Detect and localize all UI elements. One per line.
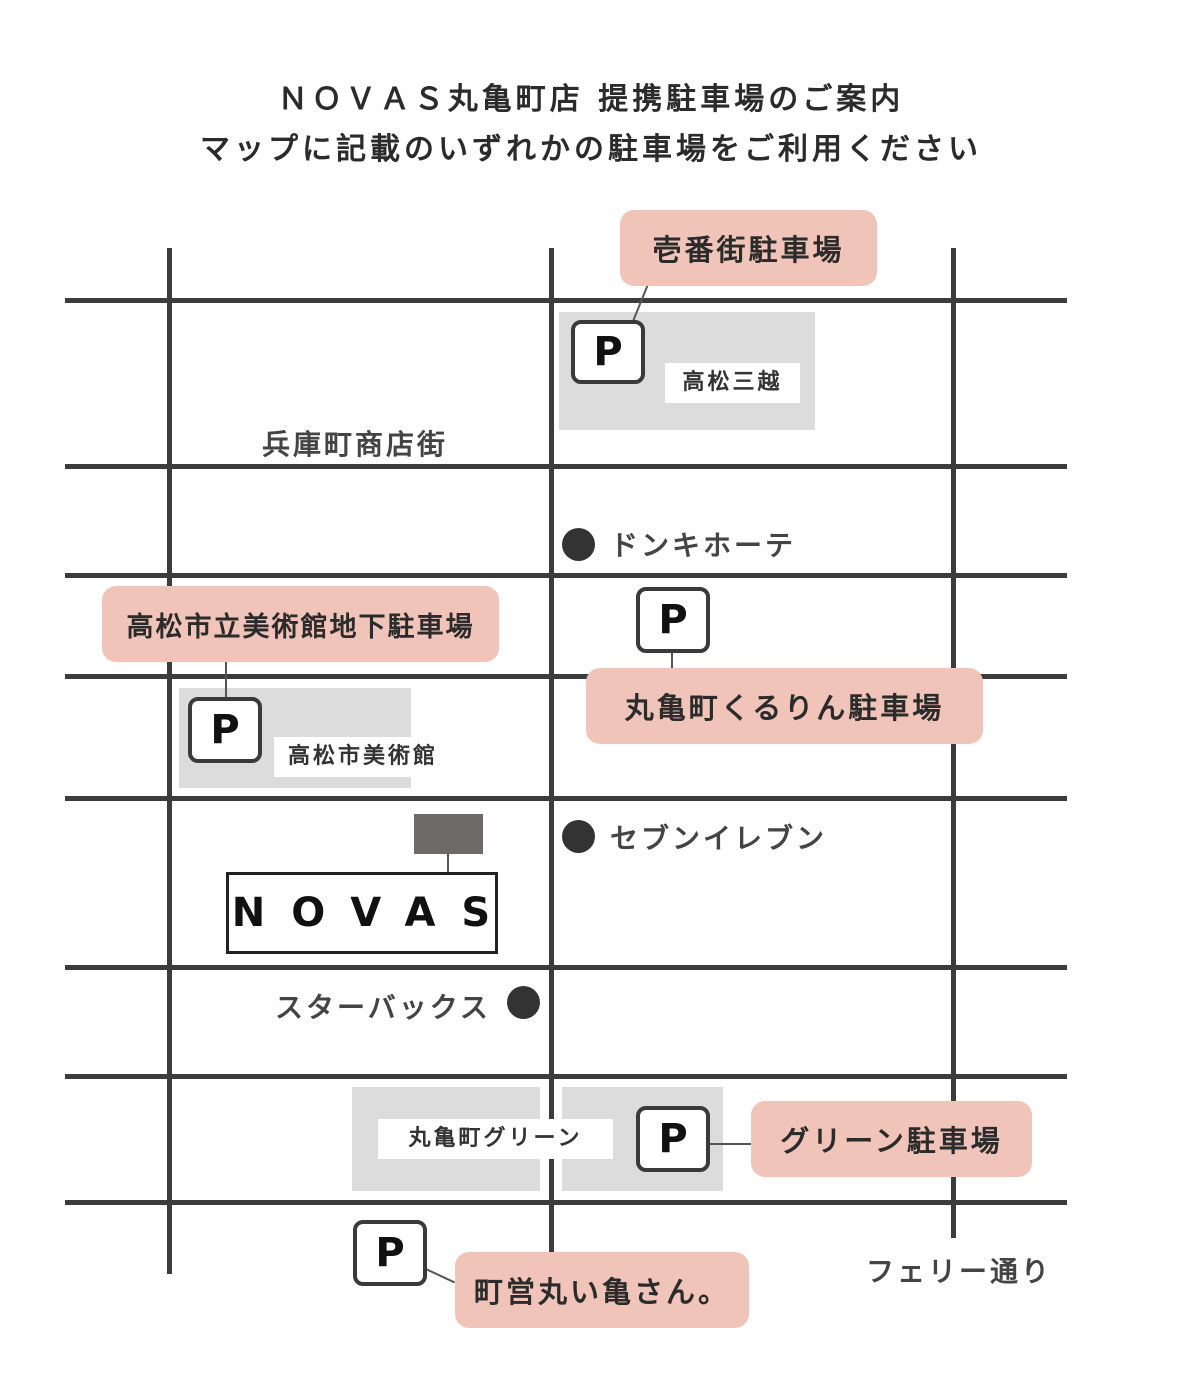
connector-line bbox=[447, 854, 449, 873]
page-title: ＮＯＶＡＳ丸亀町店 提携駐車場のご案内 bbox=[277, 82, 905, 117]
parking-icon: P bbox=[188, 697, 262, 763]
page-subtitle: マップに記載のいずれかの駐車場をご利用ください bbox=[200, 132, 982, 167]
starbucks-marker-icon bbox=[507, 986, 540, 1019]
street-label-ferry: フェリー通り bbox=[866, 1255, 1053, 1288]
novas-store: NOVAS bbox=[226, 872, 498, 954]
donki-marker-icon bbox=[562, 528, 595, 561]
connector-line bbox=[671, 653, 673, 668]
parking-label-marui-kame: 町営丸い亀さん。 bbox=[455, 1252, 749, 1328]
landmark-seven: セブンイレブン bbox=[610, 822, 828, 855]
road-horizontal bbox=[65, 965, 1067, 970]
parking-label-green: グリーン駐車場 bbox=[751, 1101, 1032, 1177]
museum-label: 高松市美術館 bbox=[274, 737, 452, 777]
connector-line bbox=[225, 660, 227, 698]
parking-label-ichibangai: 壱番街駐車場 bbox=[620, 210, 877, 286]
road-horizontal bbox=[65, 674, 1067, 679]
landmark-donki: ドンキホーテ bbox=[610, 529, 797, 562]
road-horizontal-hyogo bbox=[65, 464, 1067, 469]
parking-icon: P bbox=[636, 1106, 710, 1172]
connector-line bbox=[710, 1143, 752, 1145]
parking-icon: P bbox=[636, 587, 710, 653]
road-horizontal bbox=[65, 573, 1067, 578]
road-vertical-left bbox=[167, 248, 172, 1274]
green-building-label: 丸亀町グリーン bbox=[378, 1119, 613, 1159]
road-horizontal bbox=[65, 796, 1067, 801]
road-horizontal bbox=[65, 298, 1067, 303]
landmark-starbucks: スターバックス bbox=[275, 991, 491, 1024]
road-horizontal bbox=[65, 1200, 1067, 1205]
parking-icon: P bbox=[353, 1220, 427, 1286]
street-label-hyogo: 兵庫町商店街 bbox=[262, 428, 449, 461]
parking-icon: P bbox=[571, 320, 645, 384]
parking-label-museum-underground: 高松市立美術館地下駐車場 bbox=[102, 586, 499, 662]
seven-marker-icon bbox=[562, 820, 595, 853]
road-vertical-center bbox=[549, 248, 554, 1274]
connector-line bbox=[425, 1268, 456, 1284]
parking-label-kururin: 丸亀町くるりん駐車場 bbox=[586, 668, 983, 744]
novas-location-marker bbox=[414, 814, 483, 854]
mitsukoshi-label: 高松三越 bbox=[665, 363, 800, 403]
road-horizontal bbox=[65, 1074, 1067, 1079]
